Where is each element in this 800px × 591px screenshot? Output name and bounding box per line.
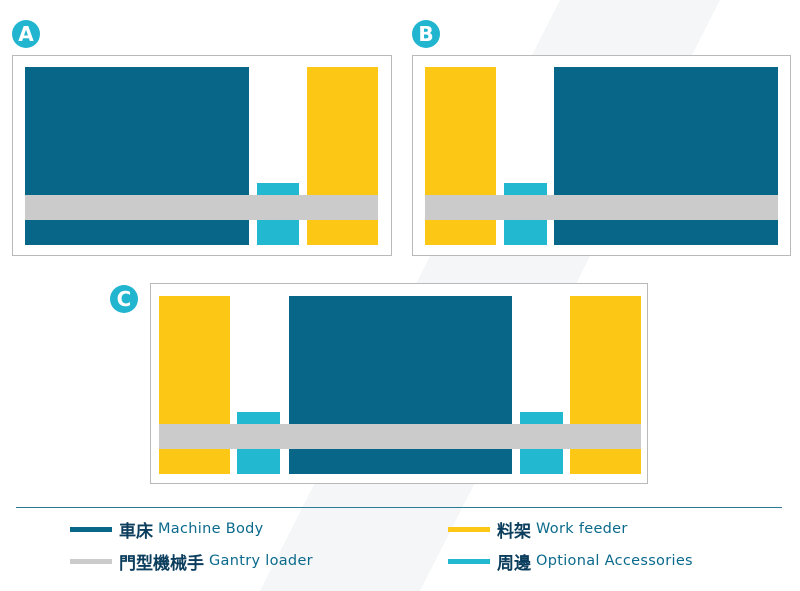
legend-optional-accessories: 周邊 Optional Accessories [448,550,693,574]
layout-a-label: A [18,22,34,46]
legend-cn-label: 周邊 [497,553,531,574]
gantry-loader-bar [159,424,641,449]
legend-swatch [448,526,490,532]
legend-cn-label: 料架 [497,521,531,542]
legend-work-feeder: 料架 Work feeder [448,518,628,542]
legend-cn-label: 門型機械手 [119,553,204,574]
legend-swatch [448,558,490,564]
legend-machine-body: 車床 Machine Body [70,518,264,542]
layout-a-badge: A [12,20,40,48]
legend-swatch [70,558,112,564]
layout-b-badge: B [412,20,440,48]
layout-b-label: B [418,22,434,46]
layout-c-label: C [116,287,132,311]
legend-en-label: Gantry loader [209,553,313,569]
layout-c-badge: C [110,285,138,313]
gantry-loader-bar [425,195,778,220]
legend-cn-label: 車床 [119,521,153,542]
legend-en-label: Work feeder [536,521,628,537]
legend-swatch [70,526,112,532]
gantry-loader-bar [25,195,378,220]
legend-en-label: Machine Body [158,521,264,537]
layout-a-panel [12,55,392,256]
legend-divider [16,507,782,508]
layout-c-panel [150,283,648,484]
legend-gantry-loader: 門型機械手 Gantry loader [70,550,313,574]
legend-en-label: Optional Accessories [536,553,693,569]
layout-b-panel [412,55,791,256]
